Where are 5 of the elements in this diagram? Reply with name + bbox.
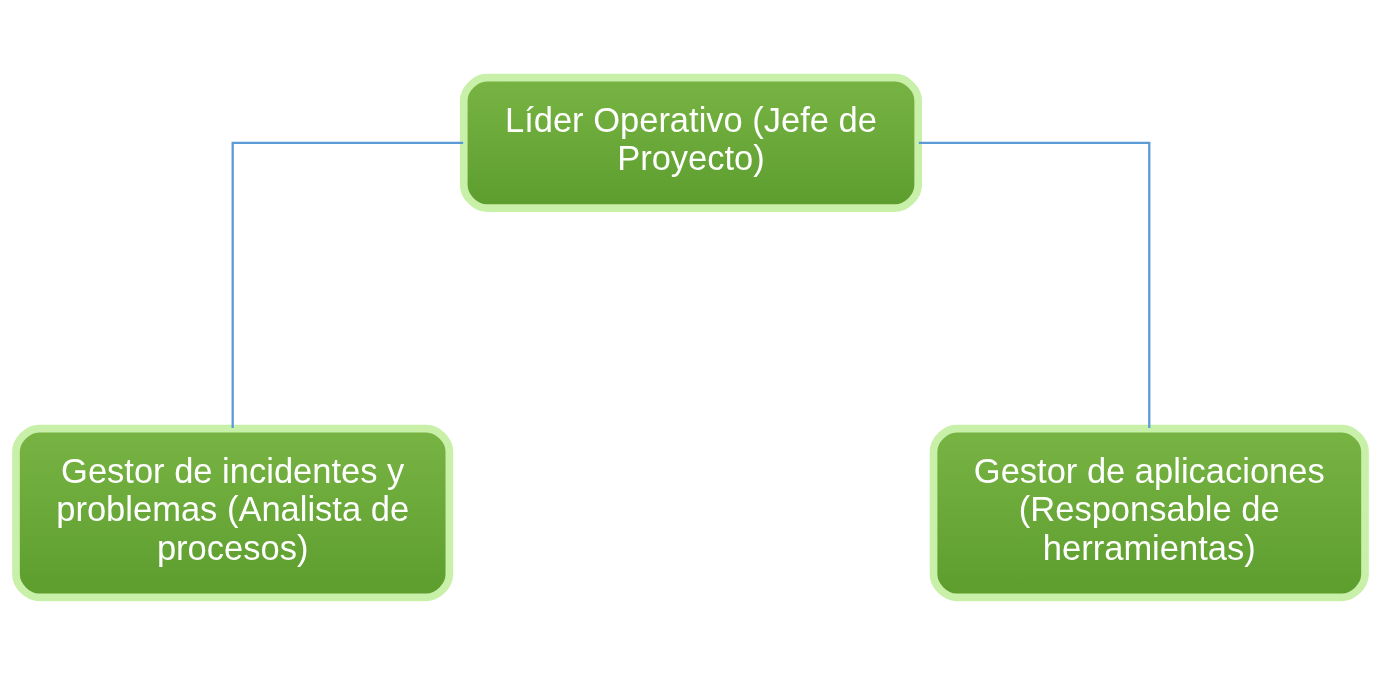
node-box: Gestor de incidentes y problemas (Analista de procesos) bbox=[12, 424, 454, 602]
connector bbox=[231, 141, 464, 429]
node-box: Gestor de aplicaciones (Responsable de herramientas) bbox=[929, 424, 1369, 602]
node-box: Líder Operativo (Jefe de Proyecto) bbox=[459, 73, 923, 212]
connector bbox=[918, 141, 1151, 429]
